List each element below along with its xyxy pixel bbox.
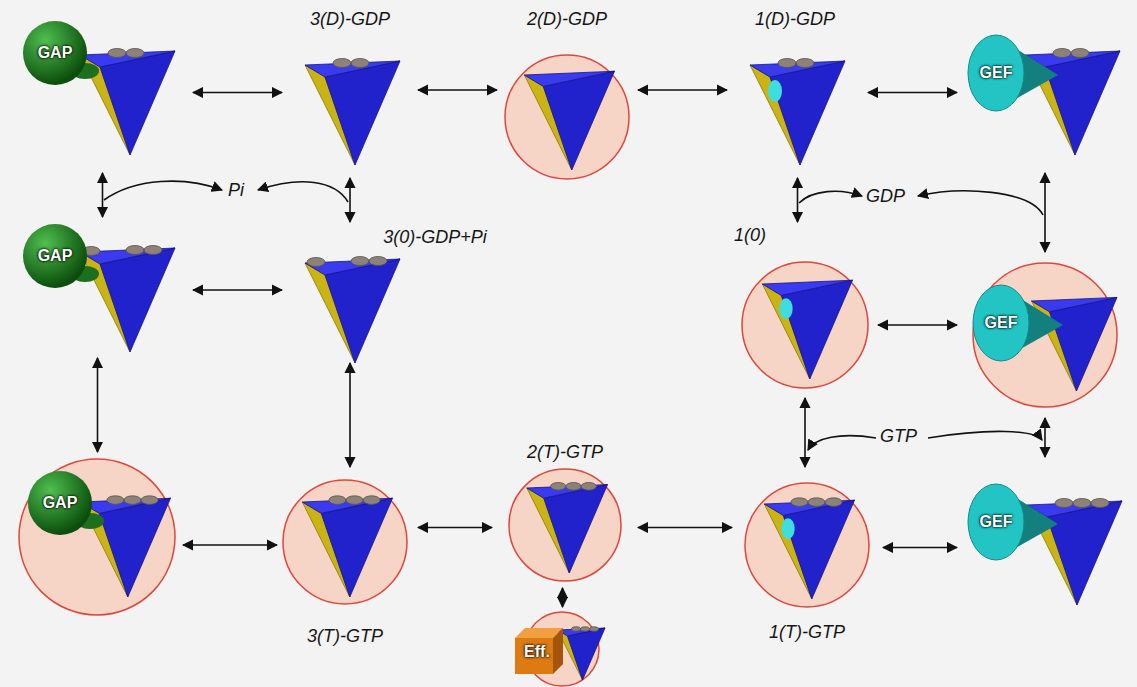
state-illustration (960, 15, 1130, 170)
state-illustration (735, 470, 880, 645)
equilibrium-arrow (193, 289, 282, 291)
state-figure: 3(0)-GDP+Pi (285, 225, 500, 360)
state-illustration (285, 5, 415, 175)
state-figure: 3(T)-GTP (280, 470, 415, 650)
state-label: 1(D)-GDP (755, 9, 835, 30)
state-illustration (505, 610, 620, 687)
molecule-label: Pi (228, 180, 244, 201)
state-figure: Eff. (505, 610, 620, 687)
state-label: 2(T)-GTP (527, 442, 603, 463)
state-label: 1(T)-GTP (769, 622, 845, 643)
equilibrium-arrow (638, 527, 732, 529)
equilibrium-arrow (797, 178, 799, 222)
state-figure: 2(D)-GDP (500, 5, 635, 185)
state-figure: GAP (15, 15, 190, 170)
protein-name: GAP (43, 494, 78, 512)
state-figure: 2(T)-GTP (495, 440, 635, 585)
state-illustration (15, 15, 190, 170)
equilibrium-arrow (883, 547, 957, 549)
equilibrium-arrow (562, 588, 564, 607)
equilibrium-arrow (102, 173, 104, 217)
state-label: 3(T)-GTP (307, 626, 383, 647)
equilibrium-arrow (97, 358, 99, 452)
equilibrium-arrow (878, 324, 957, 326)
state-illustration (960, 460, 1130, 625)
state-figure: GEF (960, 255, 1130, 415)
protein-name: Eff. (524, 643, 550, 661)
equilibrium-arrow (349, 363, 351, 467)
equilibrium-arrow (418, 89, 497, 91)
equilibrium-arrow (349, 178, 351, 222)
state-illustration (15, 455, 180, 620)
equilibrium-arrow (804, 398, 806, 467)
state-label: 1(0) (734, 225, 766, 246)
state-figure: GAP (15, 455, 180, 620)
state-figure: GAP (15, 220, 190, 355)
state-illustration (15, 220, 190, 355)
state-figure: 1(0) (730, 225, 875, 395)
state-illustration (730, 225, 875, 395)
protein-name: GEF (980, 513, 1013, 531)
equilibrium-arrow (183, 544, 277, 546)
equilibrium-arrow (193, 92, 282, 94)
equilibrium-arrow (418, 527, 492, 529)
state-figure: 1(D)-GDP (730, 5, 865, 175)
state-figure: GEF (960, 15, 1130, 170)
state-illustration (960, 255, 1130, 415)
equilibrium-arrow (868, 92, 957, 94)
molecule-label: GTP (880, 426, 917, 447)
state-figure: 1(T)-GTP (735, 470, 880, 645)
molecule-label: GDP (866, 186, 905, 207)
state-label: 3(0)-GDP+Pi (383, 227, 487, 248)
state-figure: 3(D)-GDP (285, 5, 415, 175)
protein-name: GEF (985, 314, 1018, 332)
state-illustration (280, 470, 415, 650)
state-illustration (495, 440, 635, 585)
state-illustration (730, 5, 865, 175)
state-label: 2(D)-GDP (527, 9, 607, 30)
equilibrium-arrow (1044, 418, 1046, 457)
protein-name: GAP (38, 247, 73, 265)
state-figure: GEF (960, 460, 1130, 625)
equilibrium-arrow (638, 89, 727, 91)
equilibrium-arrow (1044, 173, 1046, 252)
protein-name: GAP (38, 44, 73, 62)
state-illustration (500, 5, 635, 185)
state-label: 3(D)-GDP (310, 9, 390, 30)
protein-name: GEF (980, 64, 1013, 82)
